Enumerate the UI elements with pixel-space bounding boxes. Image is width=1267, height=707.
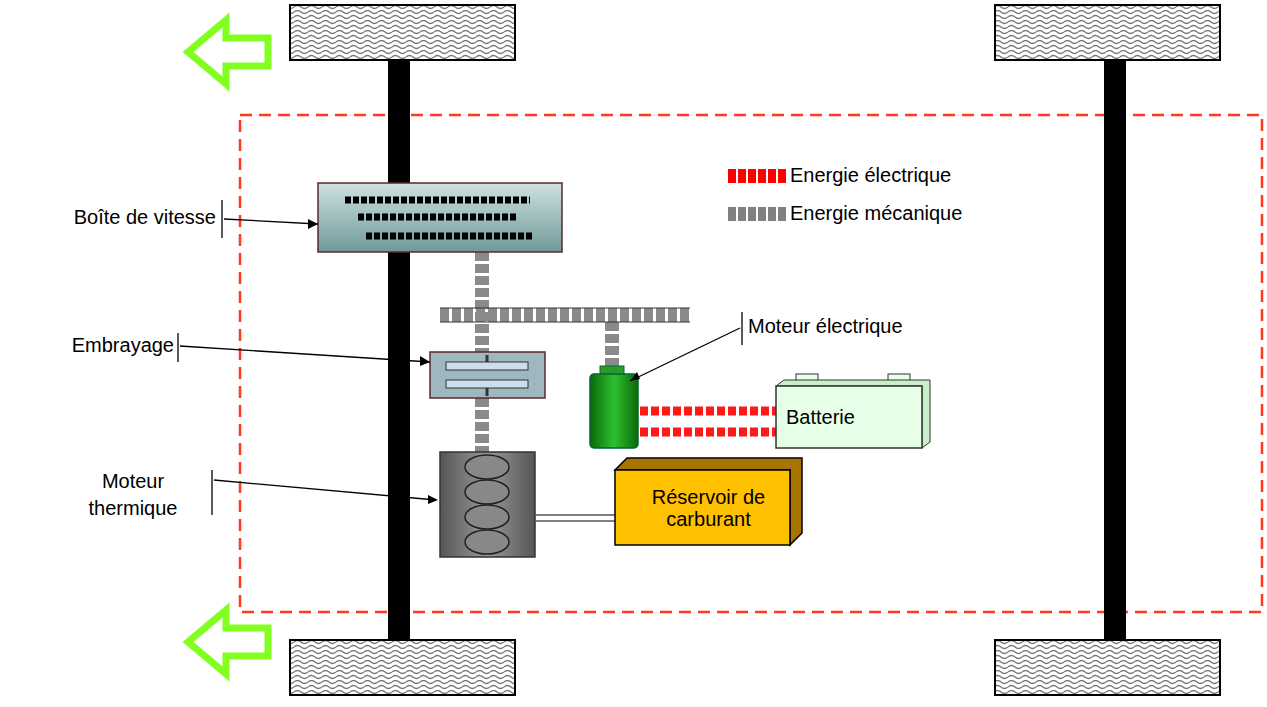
node-label: Réservoir de carburant bbox=[639, 486, 779, 530]
part-label: Boîte de vitesse bbox=[10, 206, 216, 229]
part-label: Embrayage bbox=[10, 334, 174, 357]
node-label: Batterie bbox=[786, 406, 855, 428]
legend-swatch bbox=[728, 169, 788, 183]
fuel-tank-box: Réservoir de carburant bbox=[617, 472, 800, 543]
legend-swatch bbox=[728, 207, 788, 221]
node-text-group: Batterie bbox=[786, 406, 855, 428]
part-label: Moteur thermique bbox=[60, 468, 206, 522]
part-label: Moteur électrique bbox=[748, 315, 903, 338]
legend-entry: Energie mécanique bbox=[728, 202, 962, 225]
battery-box: Batterie bbox=[778, 388, 920, 446]
node-text-group: Réservoir de carburant bbox=[639, 486, 779, 530]
legend-entry: Energie électrique bbox=[728, 164, 951, 187]
legend-text: Energie électrique bbox=[790, 164, 951, 187]
legend-text: Energie mécanique bbox=[790, 202, 962, 225]
